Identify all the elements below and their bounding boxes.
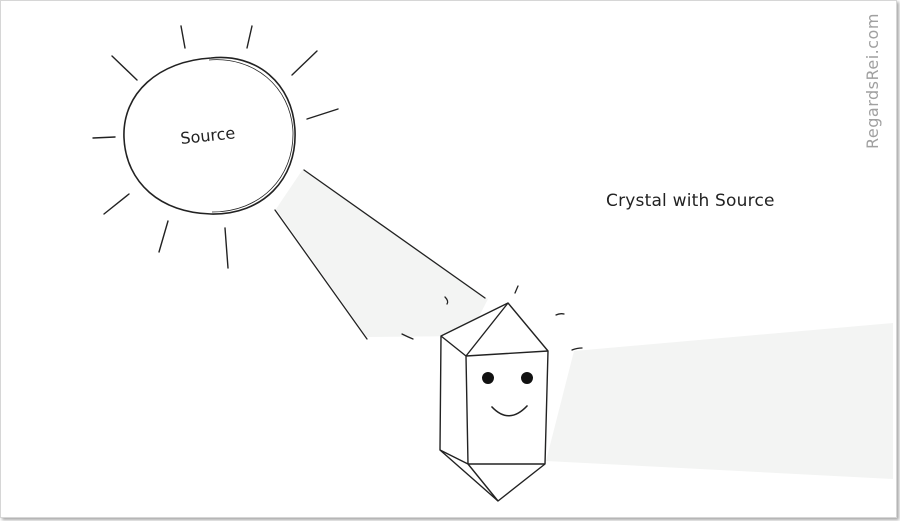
crystal-right-eye [521, 372, 533, 384]
illustration-caption: Crystal with Source [606, 191, 775, 211]
sun-circle-double-stroke [208, 59, 294, 213]
incoming-light-beam [276, 169, 488, 337]
crystal-left-eye [482, 372, 494, 384]
site-watermark: RegardsRei.com [863, 13, 882, 149]
sun-circle [123, 56, 296, 215]
beam-edge-upper [303, 169, 486, 299]
sparkle-marks [401, 285, 583, 351]
crystal [439, 302, 549, 502]
crystal-outline [439, 302, 549, 502]
crystal-smile [491, 405, 528, 417]
crystal-facets [439, 302, 549, 502]
outgoing-light-beam [546, 323, 893, 479]
beam-edge-lower [274, 209, 368, 340]
sun-rays [92, 25, 339, 269]
